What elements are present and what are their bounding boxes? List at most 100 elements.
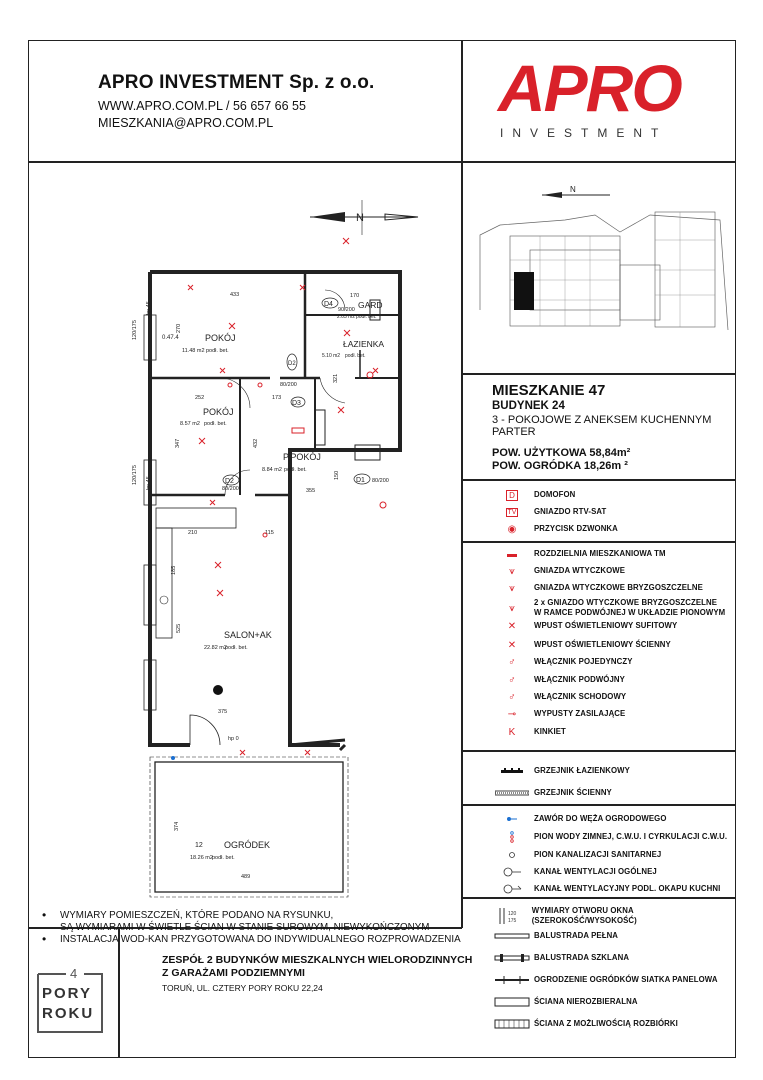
double-socket-line2: W RAMCE PODWÓJNEJ W UKŁADZIE PIONOWYM <box>534 608 726 617</box>
logo-subtitle: INVESTMENT <box>500 126 668 140</box>
hp-1: hp 45 <box>146 301 152 315</box>
legend-row-socket: ⩛ GNIAZDA WTYCZKOWE <box>490 563 625 579</box>
company-email: MIESZKANIA@APRO.COM.PL <box>98 116 274 130</box>
note-2: INSTALACJA WOD-KAN PRZYGOTOWANA DO INDYW… <box>40 933 461 946</box>
legend-row-kinkiet: K KINKIET <box>490 724 566 740</box>
room-salon: SALON+AK 22.82 m2 podł. bet. <box>204 630 272 651</box>
socket-icon: ⩛ <box>509 565 515 577</box>
legend-row-double-socket: ⩛ 2 x GNIAZDO WTYCZKOWE BRYZGOSZCZELNE W… <box>490 596 725 620</box>
electrical-symbols <box>187 237 387 756</box>
pory-roku-digit: 4 <box>70 966 77 981</box>
legend-divider-3 <box>461 804 736 806</box>
legend-row-wall-light: ✕ WPUST OŚWIETLENIOWY ŚCIENNY <box>490 637 671 653</box>
room-ogrodek: OGRÓDEK 12 18.26 m2 podł. bet. <box>190 840 270 861</box>
dim-433: 433 <box>230 292 239 298</box>
apartment-garden-area: POW. OGRÓDKA 18,26m ² <box>492 460 628 472</box>
door-d4-label: D4 <box>324 301 333 308</box>
legend-label-power-outlet: WYPUSTY ZASILAJĄCE <box>534 709 626 718</box>
door-d2b-label: D2 <box>225 478 234 485</box>
note-1-line-1: WYMIARY POMIESZCZEŃ, KTÓRE PODANO NA RYS… <box>40 909 461 922</box>
door-tag-d3 <box>290 396 306 408</box>
door-dim-d2b: 80/200 <box>222 486 239 492</box>
door-tag-d1 <box>353 473 371 485</box>
legend-row-load-wall: ŚCIANA NIEROZBIERALNA <box>490 994 638 1010</box>
bathroom-radiator-icon <box>490 767 534 775</box>
doorbell-icon: ◉ <box>507 523 517 535</box>
door-d1-label: D1 <box>356 477 365 484</box>
kinkiet-icon: K <box>508 726 516 738</box>
door-tag-d4 <box>321 297 339 309</box>
legend-label-hood-vent: KANAŁ WENTYLACYJNY PODL. OKAPU KUCHNI <box>534 884 721 893</box>
project-title-line1: ZESPÓŁ 2 BUDYNKÓW MIESZKALNYCH WIELORODZ… <box>162 954 473 966</box>
legend-row-hood-vent: KANAŁ WENTYLACYJNY PODL. OKAPU KUCHNI <box>490 881 720 897</box>
room-floor: podł. bet. <box>212 855 235 861</box>
apartment-location-marker <box>514 272 534 310</box>
room-no: 0.47.4 <box>162 335 179 341</box>
room-no: 12 <box>195 842 203 849</box>
room-pokoj-1: POKÓJ 0.47.4 11.48 m2 podł. bet. <box>162 333 236 354</box>
footer-brand-divider <box>118 927 120 1058</box>
legend-label-single-switch: WŁĄCZNIK POJEDYNCZY <box>534 657 633 666</box>
double-switch-icon: ♂ <box>508 674 516 686</box>
legend-row-double-switch: ♂ WŁĄCZNIK PODWÓJNY <box>490 672 625 688</box>
page-frame <box>28 40 736 1058</box>
svg-text:175: 175 <box>508 918 517 924</box>
room-przedpokoj: P.POKÓJ 8.84 m2 podł. bet. <box>262 452 321 473</box>
dim-270: 270 <box>176 324 182 333</box>
room-name: POKÓJ <box>205 333 236 343</box>
north-label: N <box>356 212 364 224</box>
legend-label-tv: GNIAZDO RTV-SAT <box>534 507 607 516</box>
roku-label: ROKU <box>42 1005 95 1022</box>
dim-170: 170 <box>350 293 359 299</box>
room-area: 22.82 m2 <box>204 645 227 651</box>
legend-label-distribution: ROZDZIELNIA MIESZKANIOWA TM <box>534 549 666 558</box>
company-name: APRO INVESTMENT Sp. z o.o. <box>98 72 375 93</box>
apartment-floor: PARTER <box>492 426 536 438</box>
legend-label-socket: GNIAZDA WTYCZKOWE <box>534 566 626 575</box>
legend-label-garden-valve: ZAWÓR DO WĘŻA OGRODOWEGO <box>534 814 667 823</box>
legend-label-sewer-riser: PION KANALIZACJI SANITARNEJ <box>534 850 662 859</box>
room-area: 8.84 m2 <box>262 467 282 473</box>
room-floor: podł. bet. <box>356 314 377 320</box>
single-switch-icon: ♂ <box>508 656 516 668</box>
legend-row-wall-radiator: GRZEJNIK ŚCIENNY <box>490 785 612 801</box>
distribution-board-icon: ▬ <box>507 548 517 560</box>
room-lazienka: ŁAZIENKA 5.10 m2 podł. bet. <box>322 339 384 359</box>
legend-row-water-riser: PION WODY ZIMNEJ, C.W.U. I CYRKULACJI C.… <box>490 829 727 845</box>
legend-divider-2 <box>461 750 736 752</box>
sewer-riser-icon <box>490 851 534 859</box>
hp-0: hp 0 <box>228 736 239 742</box>
stair-switch-icon: ♂ <box>508 691 516 703</box>
legend-row-glass-balustrade: BALUSTRADA SZKLANA <box>490 950 629 966</box>
header-center-divider <box>461 40 463 162</box>
legend-label-domofon: DOMOFON <box>534 490 576 499</box>
door-dim-d4: 90/200 <box>338 307 355 313</box>
apro-logo: APRO INVESTMENT <box>498 55 683 140</box>
room-floor: podł. bet. <box>204 421 227 427</box>
room-area: 18.26 m2 <box>190 855 213 861</box>
floor-plan: N <box>132 200 419 898</box>
pory-label: PORY <box>42 985 92 1002</box>
legend-row-sewer-riser: PION KANALIZACJI SANITARNEJ <box>490 847 661 863</box>
room-name: P.POKÓJ <box>283 452 321 462</box>
header-divider <box>28 161 736 163</box>
light-point-icon <box>213 685 223 695</box>
dim-525: 525 <box>176 624 182 633</box>
water-riser-icon <box>490 831 534 843</box>
legend-row-power-outlet: ⊸ WYPUSTY ZASILAJĄCE <box>490 706 625 722</box>
svg-text:120: 120 <box>508 911 517 917</box>
legend-row-domofon: D DOMOFON <box>490 487 575 503</box>
solid-balustrade-icon <box>490 932 534 940</box>
load-wall-icon <box>490 997 534 1007</box>
legend-label-solid-balustrade: BALUSTRADA PEŁNA <box>534 931 619 940</box>
wall-radiator-icon <box>490 790 534 796</box>
removable-wall-icon <box>490 1019 534 1029</box>
door-dim-d1: 80/200 <box>372 478 389 484</box>
splashproof-socket-icon: ⩛ <box>509 582 515 594</box>
garden-valve-icon <box>490 815 534 823</box>
room-gard: GARD 2.03 m2 podł. bet. <box>337 300 383 320</box>
room-area: 5.10 m2 <box>322 353 340 359</box>
legend-label-double-switch: WŁĄCZNIK PODWÓJNY <box>534 675 625 684</box>
